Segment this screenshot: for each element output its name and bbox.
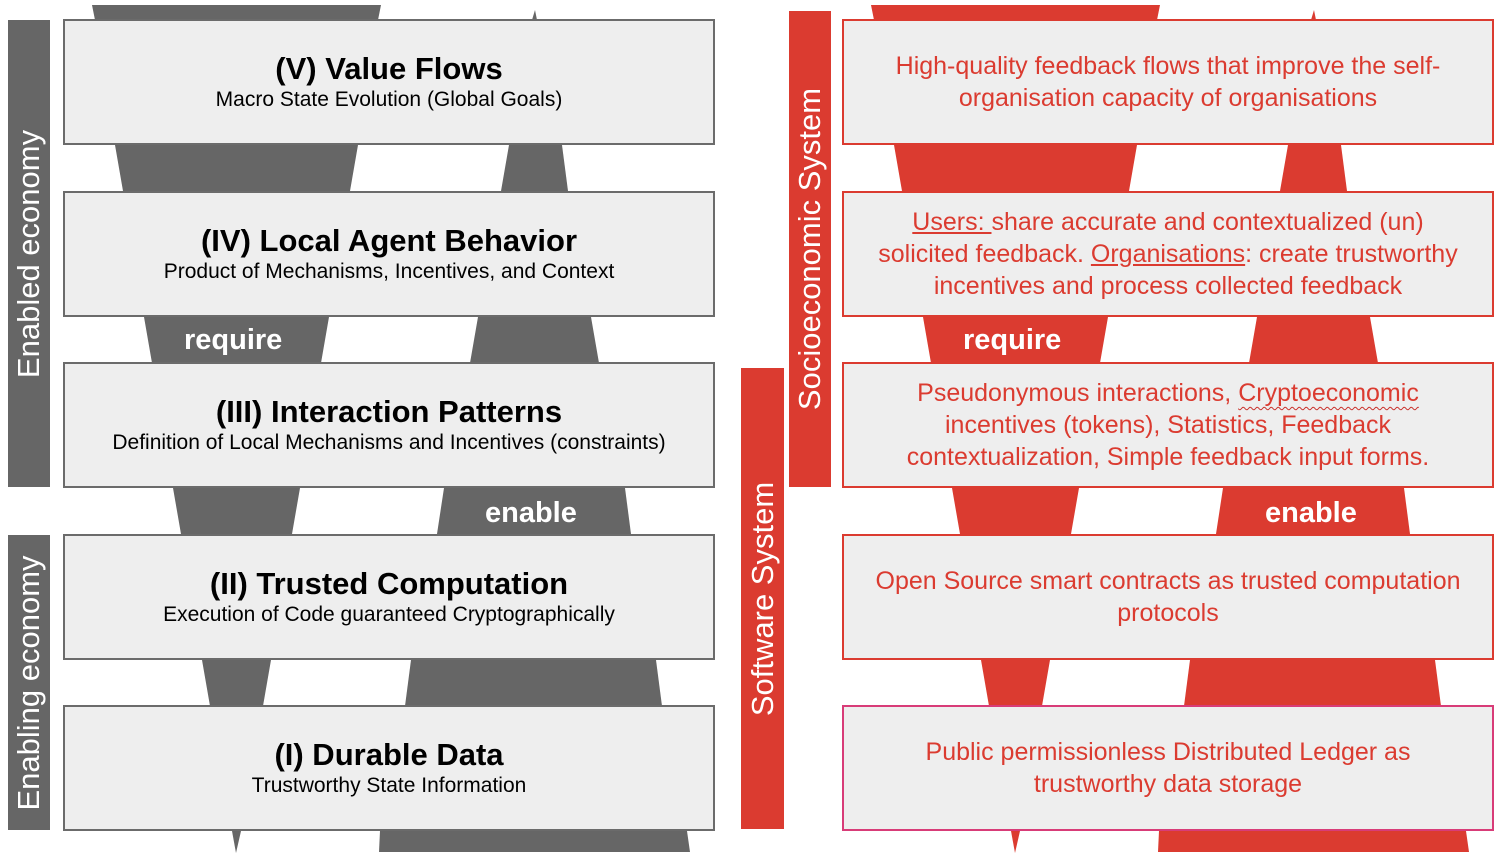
left-connector-v-iv-b	[501, 145, 568, 191]
left-connector-ii-i-a	[202, 660, 271, 706]
right-bottom-cap	[1158, 831, 1469, 852]
description-iii-text: Pseudonymous interactions, Cryptoeconomi…	[874, 377, 1462, 473]
description-ii-text: Open Source smart contracts as trusted c…	[875, 567, 1461, 627]
layer-ii-subtitle: Execution of Code guaranteed Cryptograph…	[163, 603, 615, 626]
left-bottom-spike	[232, 831, 241, 853]
right-top-cap	[871, 5, 1160, 20]
left-connector-v-iv-a	[115, 145, 358, 191]
description-v-text: High-quality feedback flows that improve…	[895, 52, 1441, 112]
left-connector-iv-iii-b	[470, 317, 599, 363]
right-connector-v-iv-a	[894, 145, 1137, 191]
enabling-economy-label: Enabling economy	[11, 554, 46, 811]
layer-i-subtitle: Trustworthy State Information	[251, 774, 527, 797]
left-top-cap	[92, 5, 381, 20]
layer-i-box: (I) Durable Data Trustworthy State Infor…	[63, 705, 715, 831]
layer-v-subtitle: Macro State Evolution (Global Goals)	[215, 88, 563, 111]
left-connector-iii-ii-b	[437, 488, 631, 534]
description-i-text: Public permissionless Distributed Ledger…	[925, 738, 1411, 798]
right-connector-iii-ii-a	[952, 488, 1079, 534]
description-iii-part1: Pseudonymous interactions,	[917, 379, 1239, 407]
right-require-label: require	[963, 324, 1062, 356]
description-iii-part2: incentives (tokens), Statistics, Feedbac…	[906, 411, 1430, 471]
enabled-economy-label: Enabled economy	[11, 129, 46, 378]
users-text: share accurate and contextualized (un) s…	[878, 208, 1424, 268]
description-i-box: Public permissionless Distributed Ledger…	[842, 705, 1494, 831]
socioeconomic-system-label: Socioeconomic System	[792, 87, 827, 411]
layer-iv-subtitle: Product of Mechanisms, Incentives, and C…	[163, 260, 615, 283]
organisations-label: Organisations	[1090, 240, 1246, 268]
right-connector-iii-ii-b	[1216, 488, 1410, 534]
layer-v-box: (V) Value Flows Macro State Evolution (G…	[63, 19, 715, 145]
right-enable-label: enable	[1265, 497, 1357, 529]
layer-iv-title: (IV) Local Agent Behavior	[200, 223, 578, 258]
description-iii-box: Pseudonymous interactions, Cryptoeconomi…	[842, 362, 1494, 488]
enabling-economy-bar: Enabling economy	[8, 535, 50, 830]
right-connector-iv-iii-b	[1249, 317, 1378, 363]
left-require-label: require	[184, 324, 283, 356]
layer-ii-box: (II) Trusted Computation Execution of Co…	[63, 534, 715, 660]
right-connector-iv-iii-a	[923, 317, 1108, 363]
description-v-box: High-quality feedback flows that improve…	[842, 19, 1494, 145]
description-ii-box: Open Source smart contracts as trusted c…	[842, 534, 1494, 660]
right-connector-ii-i-b	[1184, 660, 1441, 706]
software-system-bar: Software System	[741, 368, 784, 829]
layer-iii-box: (III) Interaction Patterns Definition of…	[63, 362, 715, 488]
layer-v-title: (V) Value Flows	[275, 51, 503, 86]
software-system-label: Software System	[744, 481, 780, 716]
right-connector-ii-i-a	[981, 660, 1050, 706]
right-red-connector-shapes	[871, 5, 1469, 853]
description-iv-box: Users: share accurate and contextualized…	[842, 191, 1494, 317]
layer-iv-box: (IV) Local Agent Behavior Product of Mec…	[63, 191, 715, 317]
layer-iii-subtitle: Definition of Local Mechanisms and Incen…	[112, 431, 666, 454]
right-bottom-spike	[1011, 831, 1020, 853]
enabled-economy-bar: Enabled economy	[8, 20, 50, 487]
left-connector-ii-i-b	[405, 660, 662, 706]
left-connector-iv-iii-a	[144, 317, 329, 363]
organisations-text: : create trustworthy incentives and proc…	[933, 240, 1458, 300]
right-connector-v-iv-b	[1280, 145, 1347, 191]
layer-iii-title: (III) Interaction Patterns	[215, 394, 563, 429]
description-iv-text: Users: share accurate and contextualized…	[874, 206, 1462, 302]
layer-i-title: (I) Durable Data	[274, 737, 504, 772]
users-label: Users:	[912, 208, 992, 236]
layer-ii-title: (II) Trusted Computation	[209, 566, 569, 601]
left-top-spike	[532, 10, 537, 20]
left-connector-iii-ii-a	[173, 488, 300, 534]
spellcheck-flagged-word[interactable]: Cryptoeconomic	[1238, 379, 1419, 407]
left-gray-connector-shapes	[92, 5, 690, 853]
right-top-spike	[1311, 10, 1316, 20]
left-enable-label: enable	[485, 497, 577, 529]
left-bottom-cap	[379, 831, 690, 852]
socioeconomic-system-bar: Socioeconomic System	[789, 11, 831, 487]
